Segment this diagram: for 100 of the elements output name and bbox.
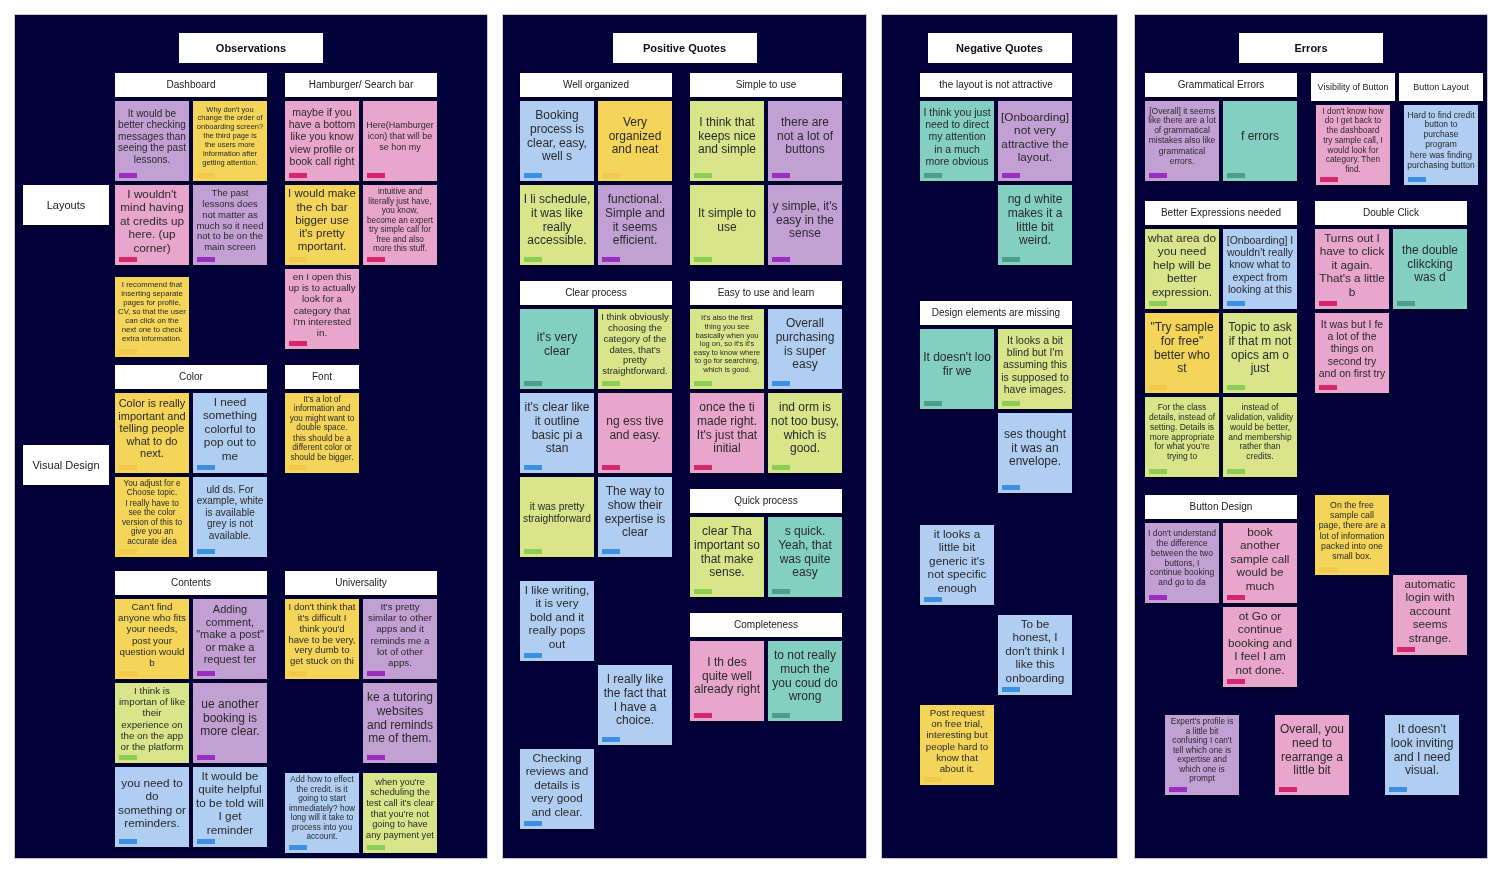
sticky-note bbox=[1145, 229, 1219, 309]
note-text: To be honest, I don't think I like this onboarding bbox=[1004, 617, 1066, 685]
sticky-note bbox=[285, 269, 359, 349]
note-text: I think obviously choosing the category of the dates, that's pretty straightforward. bbox=[601, 311, 669, 378]
note-text: Booking process is clear, easy, well s bbox=[526, 108, 588, 165]
note-text: it's very clear bbox=[535, 330, 579, 359]
note-text: The way to show their expertise is clear bbox=[603, 484, 667, 541]
note-text: I need something colorful to pop out to me bbox=[201, 395, 259, 463]
note-text: Turns out I have to click it again. That's a little b bbox=[1318, 231, 1386, 299]
category-card: Hamburger/ Search bar bbox=[285, 73, 437, 97]
board-column bbox=[1135, 15, 1487, 858]
sticky-note bbox=[193, 101, 267, 181]
note-text: "Try sample for free" better who st bbox=[1149, 320, 1215, 377]
sticky-note bbox=[1316, 105, 1390, 185]
sticky-note bbox=[115, 185, 189, 265]
sticky-note bbox=[768, 393, 842, 473]
sticky-note bbox=[1145, 313, 1219, 393]
sticky-note bbox=[193, 683, 267, 763]
sticky-note bbox=[1223, 397, 1297, 477]
note-text: the double clikcking was d bbox=[1400, 243, 1460, 286]
category-card: Better Expressions needed bbox=[1145, 201, 1297, 225]
sticky-note bbox=[193, 477, 267, 557]
sticky-note bbox=[598, 477, 672, 557]
sticky-note bbox=[1223, 101, 1297, 181]
sticky-note bbox=[598, 665, 672, 745]
note-text: I li schedule, it was like really accessible. bbox=[523, 192, 591, 249]
note-text: On the free sample call page, there are a lot of information packed into one small box. bbox=[1318, 500, 1386, 561]
note-text: I like writing, it is very bold and it really pops out bbox=[523, 583, 591, 651]
sticky-note bbox=[690, 517, 764, 597]
note-text: I really have to see the color version of this to give you an accurate idea bbox=[120, 498, 184, 547]
sticky-note bbox=[115, 683, 189, 763]
note-text: Checking reviews and details is very good and clear. bbox=[524, 751, 590, 819]
note-text: instead of validation, validity would be better, and membership rather than credits. bbox=[1226, 403, 1294, 462]
sticky-note bbox=[920, 705, 994, 785]
sticky-note bbox=[1223, 313, 1297, 393]
sticky-note bbox=[1315, 313, 1389, 393]
sticky-note bbox=[115, 767, 189, 847]
note-text: It would be better checking messages than seeing the past lessons. bbox=[118, 107, 186, 166]
board-column bbox=[882, 15, 1117, 858]
sticky-note bbox=[115, 277, 189, 357]
category-card: Universality bbox=[285, 571, 437, 595]
sticky-note bbox=[920, 525, 994, 605]
note-text: it looks a little bit generic it's not specific enough bbox=[926, 527, 988, 595]
sticky-note bbox=[1393, 229, 1467, 309]
note-text: to not really much the you coud do wrong bbox=[771, 648, 839, 705]
note-text: It was but I fe a lot of the things on second try and on first try bbox=[1318, 318, 1386, 379]
note-text: I don't think that it's difficult I think you'd have to be very, very dumb to get stuck on thi bbox=[288, 601, 356, 668]
category-card: the layout is not attractive bbox=[920, 73, 1072, 97]
note-text: ind orm is not too busy, which is good. bbox=[771, 400, 839, 457]
sticky-note bbox=[598, 101, 672, 181]
sticky-note bbox=[363, 185, 437, 265]
category-card: Button Layout bbox=[1399, 73, 1483, 101]
sticky-note bbox=[520, 101, 594, 181]
sticky-note bbox=[285, 393, 359, 473]
note-text: ses thought it was an envelope. bbox=[1002, 427, 1067, 470]
sticky-note bbox=[1223, 607, 1297, 687]
sticky-note bbox=[363, 101, 437, 181]
note-text: ng d white makes it a little bit weird. bbox=[1006, 192, 1064, 249]
note-text: You adjust for e Choose topic. bbox=[122, 479, 182, 498]
note-text: ue another booking is more clear. bbox=[199, 697, 261, 740]
sticky-note bbox=[520, 393, 594, 473]
note-text: For the class details, instead of setting. Details is more appropriate for what you're trying to bbox=[1148, 403, 1216, 462]
sticky-note bbox=[285, 773, 359, 853]
sticky-note bbox=[1223, 229, 1297, 309]
note-text: I think that keeps nice and simple bbox=[697, 115, 757, 158]
note-text: I think you just need to direct my attention in a much more obvious bbox=[923, 106, 991, 167]
note-text: The past lessons does not matter as much so it need not to be on the main screen bbox=[196, 187, 264, 254]
note-text: you need to do something or reminders. bbox=[118, 775, 186, 830]
sticky-note bbox=[998, 413, 1072, 493]
sticky-note bbox=[193, 185, 267, 265]
note-text: I think is importan of like their experience on the on the app or the platform bbox=[118, 685, 186, 753]
note-text: ot Go or continue booking and I feel I am not done. bbox=[1227, 609, 1293, 677]
category-card: Design elements are missing bbox=[920, 301, 1072, 325]
category-card: Color bbox=[115, 365, 267, 389]
category-card: Double Click bbox=[1315, 201, 1467, 225]
note-text: automatic login with account seems strange. bbox=[1403, 577, 1457, 645]
sticky-note bbox=[998, 329, 1072, 409]
note-text: Adding comment, "make a post" or make a request ter bbox=[196, 602, 264, 667]
note-text: I don't understand the difference between the two buttons, I continue booking and go to da bbox=[1148, 529, 1216, 588]
note-text: ke a tutoring websites and reminds me of them. bbox=[366, 690, 434, 747]
sticky-note bbox=[520, 477, 594, 557]
sticky-note bbox=[520, 309, 594, 389]
category-card: Contents bbox=[115, 571, 267, 595]
note-text: functional. Simple and it seems efficient. bbox=[603, 192, 666, 249]
sticky-note bbox=[998, 185, 1072, 265]
note-text: It doesn't loo fir we bbox=[923, 350, 991, 379]
sticky-note bbox=[920, 101, 994, 181]
note-text: It simple to use bbox=[697, 206, 757, 235]
sticky-note bbox=[768, 641, 842, 721]
category-card: Well organized bbox=[520, 73, 672, 97]
sticky-note bbox=[690, 393, 764, 473]
sticky-note bbox=[768, 517, 842, 597]
sticky-note bbox=[1315, 495, 1389, 575]
note-text: se hon my bbox=[378, 142, 422, 153]
category-card: Dashboard bbox=[115, 73, 267, 97]
note-text: Can't find anyone who fits your needs, post your question would b bbox=[118, 601, 186, 669]
sticky-note bbox=[285, 599, 359, 679]
column-title: Negative Quotes bbox=[927, 33, 1072, 63]
sticky-note bbox=[363, 683, 437, 763]
note-text: ng ess tive and easy. bbox=[605, 414, 665, 443]
